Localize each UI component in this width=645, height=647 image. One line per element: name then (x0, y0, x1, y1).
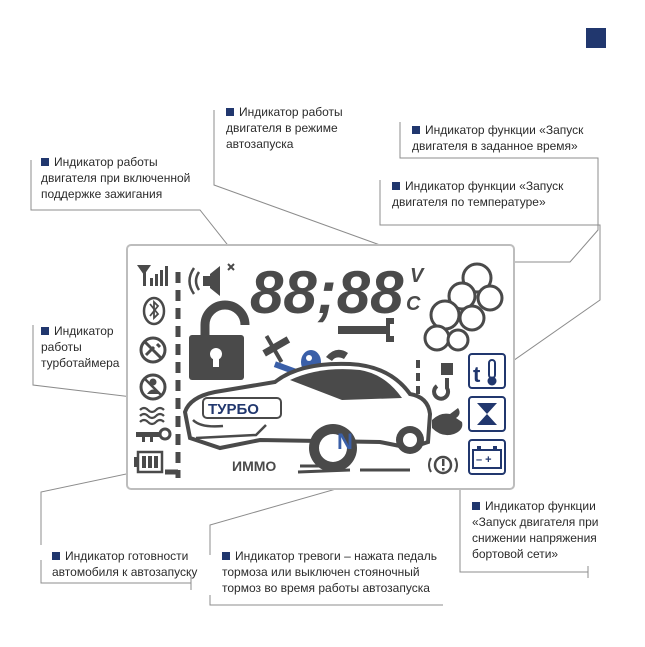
heat-waves-icon (139, 406, 165, 426)
unit-volt: V (410, 265, 425, 287)
leader-ignition-support (30, 160, 239, 259)
hammer-icon (262, 335, 291, 363)
bullet-square (41, 327, 49, 335)
hook-icon (432, 363, 453, 401)
callout-autostart-engine: Индикатор работы двигателя в режиме авто… (226, 105, 343, 151)
clock-digits: 88;88 (250, 259, 404, 326)
callout-ready-autostart: Индикатор готовности автомобиля к автоза… (52, 549, 198, 579)
gear-indicator: N (337, 429, 353, 454)
corner-mark (586, 28, 606, 48)
callout-ignition-support: Индикатор работы двигателя при включенно… (41, 155, 191, 201)
bullet-square (222, 552, 230, 560)
no-wrench-icon (139, 336, 167, 364)
road-lines (297, 464, 410, 474)
callout-start-by-time: Индикатор функции «Запуск двигателя в за… (412, 123, 584, 153)
callout-turbo-timer: Индикатор работы турботаймера (41, 324, 120, 370)
leader-start-by-time (399, 122, 599, 263)
bullet-square (412, 126, 420, 134)
signal-bars-icon (137, 265, 168, 286)
callout-start-by-voltage: Индикатор функции «Запуск двигателя при … (472, 499, 599, 561)
svg-text:– +: – + (476, 454, 492, 466)
brake-warning-icon (428, 455, 458, 475)
exhaust-cloud-icon (423, 262, 504, 352)
leader-start-by-voltage (459, 485, 589, 578)
unit-celsius: C (406, 293, 421, 315)
bullet-square (41, 158, 49, 166)
car-battery-icon: – + (468, 439, 506, 475)
callout-alarm: Индикатор тревоги – нажата педаль тормоз… (222, 549, 438, 595)
bullet-square (392, 182, 400, 190)
bluetooth-icon (142, 296, 166, 326)
leader-start-by-temp (379, 180, 601, 371)
svg-text:t: t (473, 362, 481, 387)
no-person-icon (139, 373, 167, 401)
immo-label: ИММО (232, 458, 276, 474)
callout-start-by-temp: Индикатор функции «Запуск двигателя по т… (392, 179, 564, 209)
hand-icon (432, 408, 463, 436)
spanner-icon (338, 318, 394, 342)
bullet-square (472, 502, 480, 510)
bullet-square (226, 108, 234, 116)
turbo-label: ТУРБО (208, 401, 259, 418)
thermometer-icon: t (468, 353, 506, 389)
bullet-square (52, 552, 60, 560)
car-illustration: ТУРБО N (182, 361, 433, 472)
battery-icon (134, 450, 164, 474)
key-icon (136, 427, 172, 442)
hourglass-icon (468, 396, 506, 432)
siren-icon (188, 263, 235, 296)
padlock-icon (189, 300, 250, 380)
